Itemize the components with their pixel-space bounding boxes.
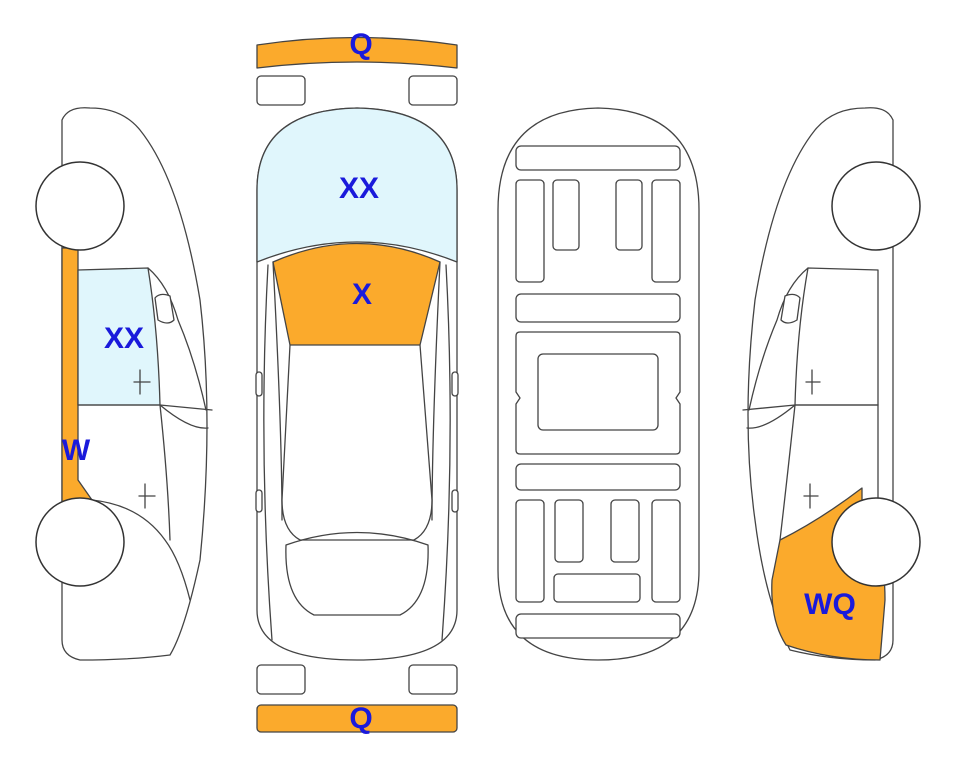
left-front-wheel-icon[interactable] bbox=[35, 161, 125, 251]
left-rear-wheel-icon[interactable] bbox=[35, 497, 125, 587]
right-rear-quarter-label: WQ bbox=[804, 588, 856, 621]
left-pillar-label: W bbox=[62, 434, 91, 467]
right-handle-top[interactable] bbox=[451, 489, 459, 513]
hood-label: X bbox=[352, 278, 372, 311]
rear-bumper-part[interactable] bbox=[256, 704, 458, 733]
right-belt-line bbox=[742, 404, 879, 411]
right-front-wheel-icon[interactable] bbox=[831, 161, 921, 251]
left-door-line bbox=[272, 261, 283, 521]
rear-right-light[interactable] bbox=[408, 664, 458, 695]
underbody-rear-bar[interactable] bbox=[515, 613, 681, 639]
right-mirror-side[interactable] bbox=[780, 293, 801, 324]
left-lower-line bbox=[91, 499, 191, 601]
windshield-part[interactable] bbox=[256, 107, 458, 263]
underbody-mid-front-bar[interactable] bbox=[515, 293, 681, 323]
front-bumper-label: Q bbox=[349, 28, 372, 61]
left-mirror-top[interactable] bbox=[255, 371, 263, 397]
front-left-light[interactable] bbox=[256, 75, 306, 106]
right-window-frame bbox=[748, 267, 809, 411]
right-rear-wheel-icon[interactable] bbox=[831, 497, 921, 587]
windshield-label: XX bbox=[339, 172, 379, 205]
underbody-rear-right-inner[interactable] bbox=[610, 499, 640, 563]
underbody-front-left-inner[interactable] bbox=[552, 179, 580, 251]
underbody-center-frame bbox=[515, 331, 681, 455]
right-window-outline bbox=[794, 267, 879, 406]
right-body-inner bbox=[746, 404, 796, 429]
left-window-frame bbox=[147, 267, 207, 411]
underbody-rear-left-rail[interactable] bbox=[515, 499, 545, 603]
right-door-line bbox=[431, 261, 441, 521]
rear-bumper-label: Q bbox=[349, 702, 372, 735]
left-window-label: XX bbox=[104, 322, 144, 355]
left-door-seam bbox=[159, 404, 171, 541]
underbody-center-panel[interactable] bbox=[537, 353, 659, 431]
underbody-rear-cross[interactable] bbox=[553, 573, 641, 603]
underbody-front-left-rail[interactable] bbox=[515, 179, 545, 283]
underbody-front-right-inner[interactable] bbox=[615, 179, 643, 251]
right-door-seam bbox=[779, 404, 796, 541]
underbody-mid-rear-bar[interactable] bbox=[515, 463, 681, 491]
underbody-rear-right-rail[interactable] bbox=[651, 499, 681, 603]
underbody-rear-left-inner[interactable] bbox=[554, 499, 584, 563]
right-side-curve bbox=[441, 264, 451, 641]
left-mirror-side[interactable] bbox=[154, 293, 175, 324]
rear-left-light[interactable] bbox=[256, 664, 306, 695]
rear-window-outline bbox=[285, 531, 429, 616]
roof-outline bbox=[281, 344, 433, 541]
left-side-curve bbox=[263, 264, 273, 641]
left-body-inner bbox=[159, 404, 209, 429]
left-handle-top[interactable] bbox=[255, 489, 263, 513]
left-side-body bbox=[61, 107, 208, 661]
underbody-front-right-rail[interactable] bbox=[651, 179, 681, 283]
front-right-light[interactable] bbox=[408, 75, 458, 106]
underbody-front-bar[interactable] bbox=[515, 145, 681, 171]
left-belt-line bbox=[77, 404, 213, 411]
underbody-outline bbox=[497, 107, 700, 661]
right-mirror-top[interactable] bbox=[451, 371, 459, 397]
front-bumper-part[interactable] bbox=[256, 36, 458, 69]
